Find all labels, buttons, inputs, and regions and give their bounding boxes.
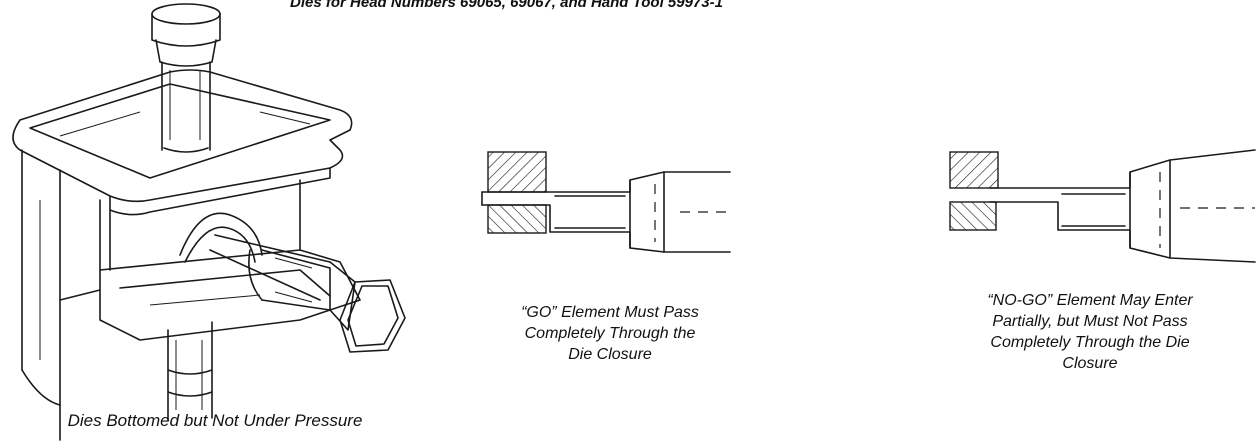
nogo-caption-line: Closure <box>1062 355 1118 372</box>
upper-die-plate <box>12 69 353 216</box>
nogo-caption-line: Completely Through the Die <box>990 334 1190 351</box>
go-caption-line: Die Closure <box>568 346 652 363</box>
main-caption: Dies Bottomed but Not Under Pressure <box>67 411 363 430</box>
top-shank <box>151 3 221 153</box>
go-caption: “GO” Element Must Pass Completely Throug… <box>470 302 750 365</box>
gauge-pin <box>209 234 406 353</box>
nogo-caption-line: Partially, but Must Not Pass <box>992 313 1188 330</box>
nogo-gauge-diagram <box>949 149 1256 263</box>
die-body <box>21 149 301 441</box>
nogo-caption: “NO-GO” Element May Enter Partially, but… <box>920 290 1257 374</box>
go-caption-line: Completely Through the <box>524 325 696 342</box>
die-set-illustration <box>12 3 406 441</box>
go-gauge-diagram <box>481 151 731 253</box>
go-caption-line: “GO” Element Must Pass <box>521 304 699 321</box>
bottom-shank <box>167 321 213 421</box>
nogo-caption-line: “NO-GO” Element May Enter <box>987 292 1193 309</box>
page-title: Dies for Head Numbers 69065, 69067, and … <box>290 0 723 11</box>
